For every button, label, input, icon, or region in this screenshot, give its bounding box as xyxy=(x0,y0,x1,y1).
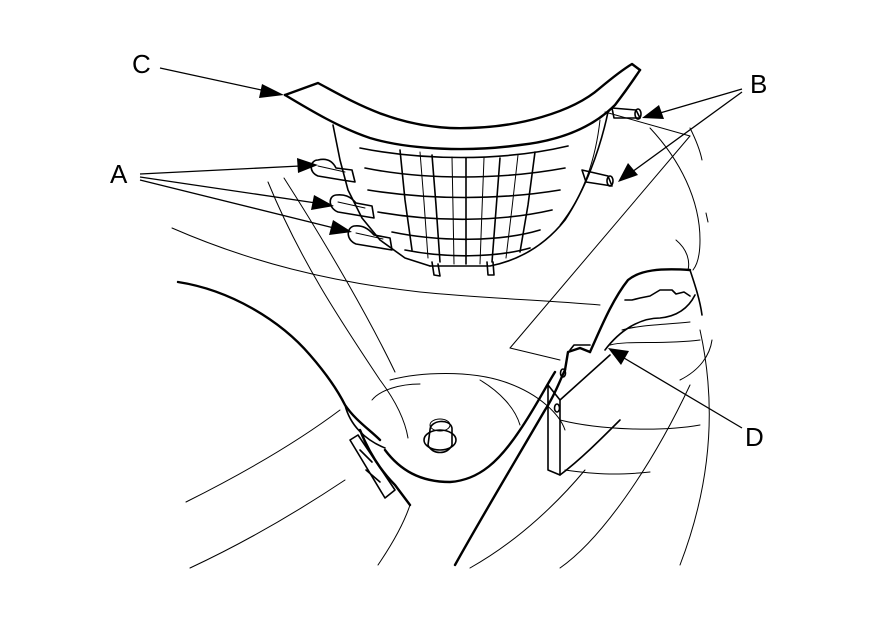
label-c: C xyxy=(132,49,151,79)
leader-lines xyxy=(139,67,743,429)
label-d: D xyxy=(745,422,764,452)
body-panel-lines xyxy=(171,111,713,569)
part-d-bracket xyxy=(453,268,703,567)
inner-fender-edge xyxy=(176,280,412,507)
label-b: B xyxy=(750,69,767,99)
pins-b xyxy=(581,107,642,187)
part-c-shield xyxy=(283,62,642,277)
mount-bolt xyxy=(423,418,457,454)
label-a: A xyxy=(110,159,128,189)
wheel-well-arc xyxy=(383,370,557,484)
